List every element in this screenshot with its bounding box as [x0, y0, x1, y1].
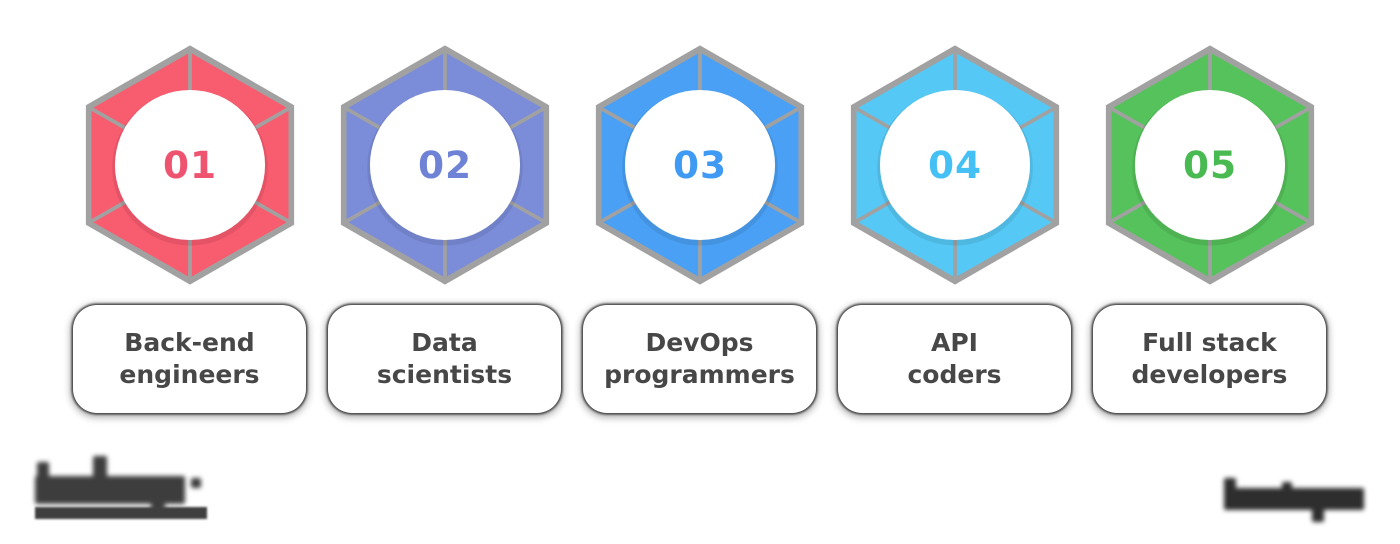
left-brand-logo — [35, 456, 207, 519]
step-label: Data scientists — [377, 327, 512, 391]
hexagon-row: 01 Back-end engineers 02 — [62, 44, 1337, 413]
step-label-line2: engineers — [119, 360, 260, 389]
step-label-line1: DevOps — [645, 328, 754, 357]
step-label-card: API coders — [838, 305, 1071, 413]
process-step: 04 API coders — [827, 44, 1082, 413]
step-label-line2: scientists — [376, 360, 513, 389]
hexagon-graphic: 04 — [850, 45, 1059, 285]
step-label-card: Back-end engineers — [73, 305, 306, 413]
step-number: 02 — [417, 143, 471, 187]
center-circle — [624, 89, 775, 241]
center-circle — [114, 89, 265, 241]
step-label: Back-end engineers — [119, 327, 259, 391]
hexagon-graphic: 01 — [85, 45, 294, 285]
process-step: 05 Full stack developers — [1082, 44, 1337, 413]
hexagon-graphic: 02 — [340, 45, 549, 285]
step-number: 04 — [927, 143, 981, 187]
step-label-card: Full stack developers — [1093, 305, 1326, 413]
step-number: 03 — [672, 143, 726, 187]
step-label-line2: programmers — [604, 360, 795, 389]
step-label-line1: Back-end — [124, 328, 255, 357]
hexagon-graphic: 05 — [1105, 45, 1314, 285]
center-circle — [369, 89, 520, 241]
left-brand-underline — [35, 507, 207, 519]
step-label-line1: Full stack — [1142, 328, 1277, 357]
right-brand-logo — [1224, 478, 1368, 524]
step-label-line2: developers — [1131, 360, 1288, 389]
step-label: DevOps programmers — [604, 327, 795, 391]
step-label: Full stack developers — [1132, 327, 1288, 391]
center-circle — [879, 89, 1030, 241]
step-label-line1: API — [931, 328, 978, 357]
step-number: 01 — [162, 143, 216, 187]
step-number: 05 — [1182, 143, 1236, 187]
step-label-card: DevOps programmers — [583, 305, 816, 413]
process-step: 02 Data scientists — [317, 44, 572, 413]
step-label-card: Data scientists — [328, 305, 561, 413]
step-label: API coders — [907, 327, 1001, 391]
center-circle — [1134, 89, 1285, 241]
process-step: 01 Back-end engineers — [62, 44, 317, 413]
hexagon-graphic: 03 — [595, 45, 804, 285]
left-brand-wordmark — [35, 456, 205, 512]
process-step: 03 DevOps programmers — [572, 44, 827, 413]
step-label-line1: Data — [411, 328, 478, 357]
step-label-line2: coders — [907, 360, 1002, 389]
